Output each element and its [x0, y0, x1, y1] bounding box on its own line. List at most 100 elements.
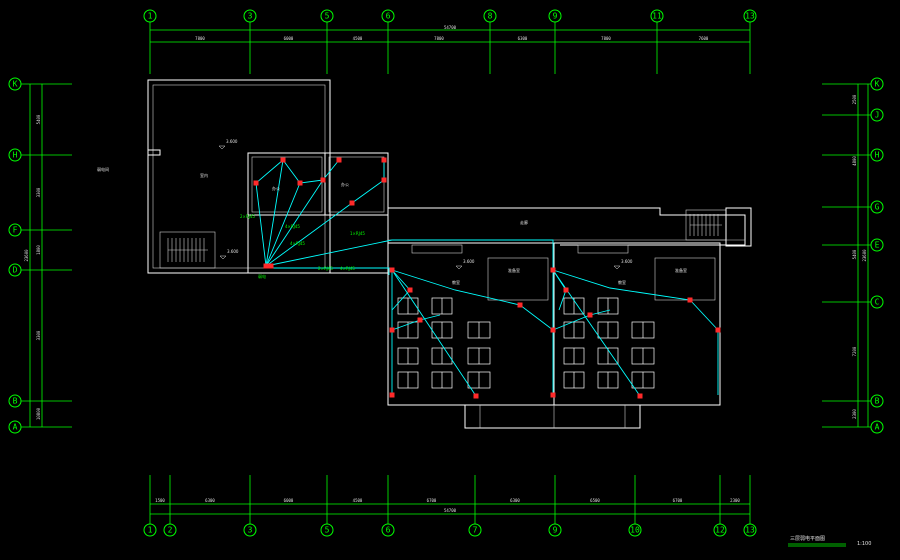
dimension-segment: 3300 [36, 187, 41, 197]
network-outlet [587, 312, 593, 318]
level-mark-icon [219, 255, 227, 260]
network-outlet [389, 267, 395, 273]
svg-text:3: 3 [248, 12, 253, 21]
dimension-segment: 6300 [518, 36, 528, 41]
cable-tag: 4×RJ45 [285, 224, 300, 229]
network-outlet [417, 317, 423, 323]
network-outlet [407, 287, 413, 293]
dimension-segment: 5400 [852, 249, 857, 259]
cable-run [268, 267, 390, 275]
cable-run [552, 269, 719, 331]
room-label-corridor: 走廊 [520, 219, 528, 225]
dimension-segment: 7800 [195, 36, 205, 41]
corridor [248, 207, 746, 274]
network-outlet [280, 157, 286, 163]
left-axis-A: A [8, 420, 22, 434]
dimension-segment: 5400 [36, 114, 41, 124]
cable-run [265, 159, 340, 267]
svg-text:1: 1 [148, 526, 153, 535]
network-outlet [687, 297, 693, 303]
room-label-prep: 准备室 [508, 267, 520, 273]
svg-text:D: D [13, 266, 18, 275]
dimension-segment: 10800 [36, 407, 41, 420]
level-mark-icon [455, 265, 463, 270]
svg-text:6: 6 [386, 526, 391, 535]
bottom-axis-5: 5 [320, 523, 334, 537]
cable-run [255, 159, 284, 267]
svg-text:F: F [13, 226, 18, 235]
floor-note: 弱电间 [97, 166, 109, 172]
level-mark: 3.600 [226, 139, 238, 144]
office-block [247, 152, 389, 274]
network-outlet [268, 263, 274, 269]
cable-run [391, 269, 411, 311]
svg-text:9: 9 [553, 526, 558, 535]
network-outlet [349, 200, 355, 206]
dimension-segment: 7200 [852, 346, 857, 356]
level-mark-icon [613, 265, 621, 270]
svg-text:2: 2 [168, 526, 173, 535]
right-axis-C: C [870, 295, 884, 309]
svg-text:1: 1 [148, 12, 153, 21]
svg-text:A: A [13, 423, 18, 432]
dimension-segment: 6300 [510, 498, 520, 503]
right-stair [685, 207, 752, 247]
overall-dimension: 54700 [444, 508, 457, 513]
bottom-axis-12: 12 [713, 523, 727, 537]
left-dimension-lines [29, 84, 43, 427]
right-axis-B: B [870, 394, 884, 408]
bottom-axis-1: 1 [143, 523, 157, 537]
right-axis-H: H [870, 148, 884, 162]
network-outlet [381, 157, 387, 163]
top-axis-1: 1 [143, 9, 157, 23]
cable-tag: 2×RJ45 [240, 214, 255, 219]
svg-text:J: J [875, 111, 880, 120]
top-axis-13: 13 [743, 9, 757, 23]
drawing-scale: 1:100 [857, 541, 871, 547]
dimension-segment: 6300 [205, 498, 215, 503]
network-outlet [263, 263, 269, 269]
svg-text:B: B [13, 397, 18, 406]
network-outlet [517, 302, 523, 308]
right-axis-A: A [870, 420, 884, 434]
dimension-segment: 6000 [284, 498, 294, 503]
svg-text:A: A [875, 423, 880, 432]
left-axis-B: B [8, 394, 22, 408]
top-axis-9: 9 [548, 9, 562, 23]
right-axis-G: G [870, 200, 884, 214]
dimension-segment: 7800 [601, 36, 611, 41]
dimension-segment: 1800 [36, 245, 41, 255]
riser-label: 弱电 [258, 273, 266, 279]
classroom-desks [397, 297, 655, 389]
cable-tag: 4×RJ45 [340, 266, 355, 271]
top-axis-5: 5 [320, 9, 334, 23]
top-axis-11: 11 [650, 9, 664, 23]
cable-tag: 4×RJ45 [290, 241, 305, 246]
svg-text:5: 5 [325, 12, 330, 21]
svg-text:5: 5 [325, 526, 330, 535]
level-mark: 3.600 [621, 259, 633, 264]
room-label-classroom: 教室 [618, 279, 626, 285]
bottom-axis-10: 10 [628, 523, 642, 537]
dimension-segment: 2300 [730, 498, 740, 503]
cable-run [552, 309, 611, 331]
svg-text:11: 11 [652, 12, 662, 21]
network-outlet [637, 393, 643, 399]
network-outlets [253, 157, 721, 399]
level-mark-icon [218, 145, 226, 150]
svg-text:8: 8 [488, 12, 493, 21]
top-axis-3: 3 [243, 9, 257, 23]
svg-text:13: 13 [745, 526, 755, 535]
network-outlet [550, 327, 556, 333]
right-axis-K: K [870, 77, 884, 91]
cable-run [265, 160, 385, 267]
svg-text:C: C [875, 298, 880, 307]
dimension-segment: 7600 [699, 36, 709, 41]
bottom-axis-7: 7 [468, 523, 482, 537]
svg-text:G: G [875, 203, 880, 212]
